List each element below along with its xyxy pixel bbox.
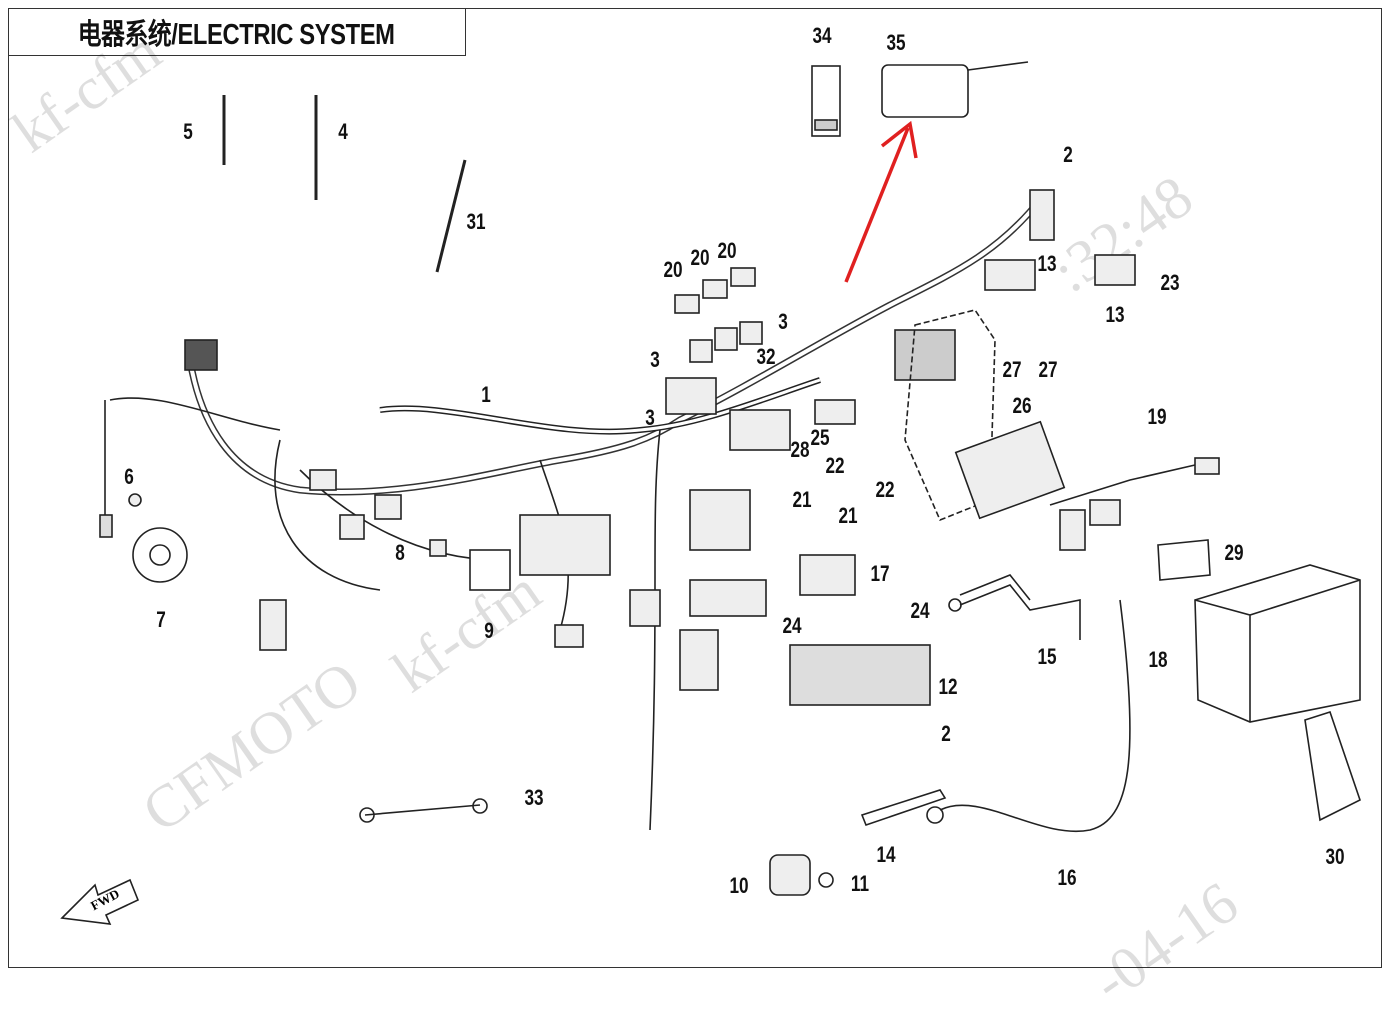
callout-number: 3 <box>778 309 788 334</box>
callout-number: 12 <box>938 674 958 699</box>
callout-number: 20 <box>663 257 683 282</box>
page-title: 电器系统/ELECTRIC SYSTEM <box>78 18 395 51</box>
callout-number: 20 <box>717 238 737 263</box>
callout-number: 27 <box>1038 357 1058 382</box>
callout-number: 19 <box>1147 404 1167 429</box>
callout-number: 3 <box>645 405 655 430</box>
callout-number: 26 <box>1012 393 1032 418</box>
callout-number: 21 <box>792 487 812 512</box>
callout-number: 28 <box>790 437 810 462</box>
callout-number: 15 <box>1037 644 1057 669</box>
callout-number: 32 <box>756 344 776 369</box>
callout-number: 25 <box>810 425 830 450</box>
part-30 <box>1304 710 1361 822</box>
callout-number: 9 <box>484 618 494 643</box>
parts-drawing <box>60 61 1361 925</box>
callout-number: 11 <box>850 871 870 896</box>
callout-number: 33 <box>524 785 544 810</box>
callout-number: 27 <box>1002 357 1022 382</box>
callout-number: 5 <box>183 119 193 144</box>
main-harness-inner <box>188 198 1042 494</box>
callout-number: 2 <box>1063 142 1073 167</box>
callout-number: 3 <box>650 347 660 372</box>
part-35-module <box>881 64 969 118</box>
callout-number: 31 <box>466 209 486 234</box>
callout-number: 8 <box>395 540 405 565</box>
horn <box>132 527 188 583</box>
callout-number: 23 <box>1160 270 1180 295</box>
callout-number: 29 <box>1224 540 1244 565</box>
callout-number: 24 <box>782 613 802 638</box>
callout-number: 1 <box>481 382 491 407</box>
callout-number: 24 <box>910 598 930 623</box>
callout-number: 21 <box>838 503 858 528</box>
callout-number: 30 <box>1325 844 1345 869</box>
callout-number: 2 <box>941 721 951 746</box>
callout-number: 22 <box>875 477 895 502</box>
diagram-frame <box>8 8 1382 968</box>
callout-number: 22 <box>825 453 845 478</box>
callout-number: 6 <box>124 464 134 489</box>
red-arrow-icon <box>844 120 918 283</box>
callout-number: 14 <box>876 842 896 867</box>
callout-number: 7 <box>156 607 166 632</box>
callout-number: 20 <box>690 245 710 270</box>
fwd-arrow-icon <box>60 878 140 925</box>
title-box: 电器系统/ELECTRIC SYSTEM <box>8 8 466 56</box>
callout-number: 13 <box>1037 251 1057 276</box>
battery <box>1194 564 1361 723</box>
callout-number: 18 <box>1148 647 1168 672</box>
callout-number: 34 <box>812 23 832 48</box>
part-29 <box>1157 539 1211 581</box>
ecu <box>954 420 1066 520</box>
callout-number: 13 <box>1105 302 1125 327</box>
relays <box>665 267 763 415</box>
callout-number: 17 <box>870 561 890 586</box>
callout-number: 35 <box>886 30 906 55</box>
regulator <box>789 644 931 706</box>
callout-number: 16 <box>1057 865 1077 890</box>
connector-top <box>184 339 218 371</box>
callout-number: 10 <box>729 873 749 898</box>
callout-number: 4 <box>338 119 348 144</box>
